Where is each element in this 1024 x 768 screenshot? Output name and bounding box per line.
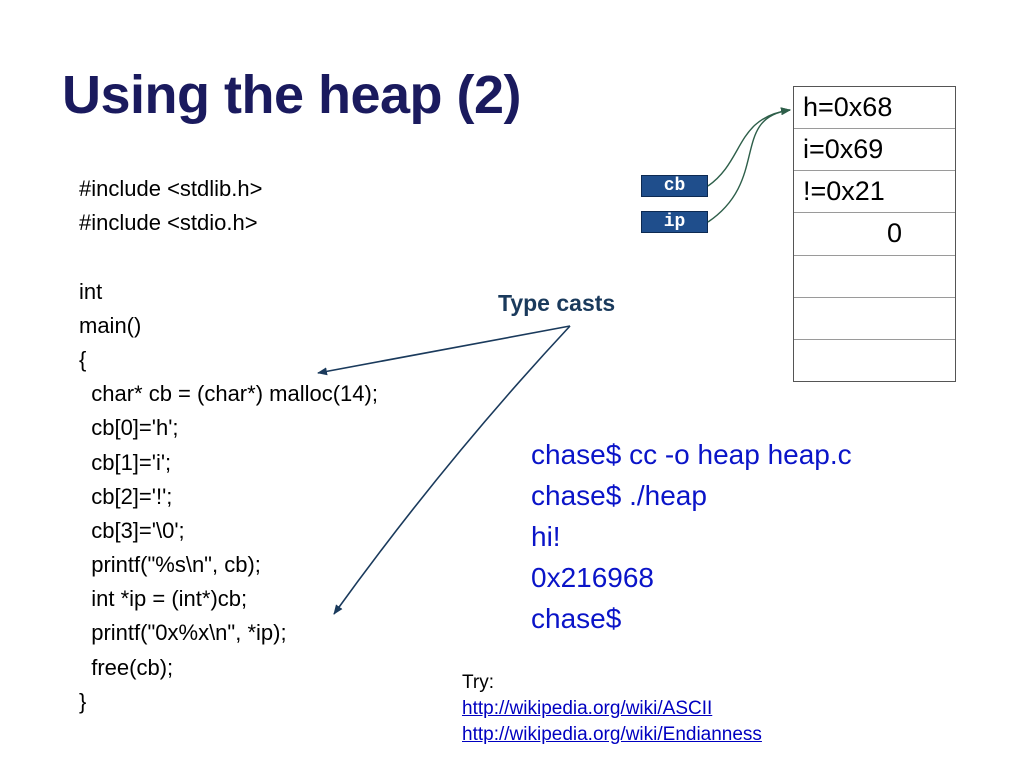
terminal-line: chase$ ./heap (531, 480, 707, 511)
code-line: #include <stdlib.h> (79, 176, 263, 201)
memory-cell: i=0x69 (794, 128, 955, 170)
pointer-cb-box: cb (641, 175, 708, 197)
code-line-malloc: char* cb = (char*) malloc(14); (79, 381, 378, 407)
memory-cell: !=0x21 (794, 170, 955, 212)
ascii-link[interactable]: http://wikipedia.org/wiki/ASCII (462, 698, 713, 719)
ip-pointer-arrow (707, 107, 791, 223)
code-line: main() (79, 312, 142, 338)
memory-cell: 0 (794, 212, 955, 254)
memory-cell (794, 296, 955, 339)
memory-cell (794, 338, 955, 381)
cb-pointer-arrow (707, 107, 791, 187)
terminal-output: chase$ cc -o heap heap.c chase$ ./heap h… (531, 434, 852, 639)
type-casts-annotation: Type casts (498, 290, 616, 316)
code-line: { (79, 346, 87, 372)
code-line: int (79, 278, 103, 304)
try-label: Try: (462, 672, 495, 693)
code-line: cb[0]='h'; (79, 415, 179, 441)
code-listing: #include <stdlib.h> #include <stdio.h> i… (79, 172, 378, 719)
heap-memory-diagram: h=0x68 i=0x69 !=0x21 0 (793, 86, 956, 382)
code-line-int-cast: int *ip = (int*)cb; (79, 586, 248, 612)
code-line: cb[1]='i'; (79, 449, 172, 475)
terminal-line: 0x216968 (531, 562, 655, 593)
terminal-line: chase$ (531, 603, 622, 634)
code-line: cb[2]='!'; (79, 483, 173, 509)
pointer-ip-box: ip (641, 211, 708, 233)
code-line (79, 240, 378, 274)
code-line: cb[3]='\0'; (79, 517, 185, 543)
endianness-link[interactable]: http://wikipedia.org/wiki/Endianness (462, 724, 762, 745)
code-line: printf("%s\n", cb); (79, 552, 261, 578)
terminal-line: hi! (531, 521, 561, 552)
code-line: #include <stdio.h> (79, 210, 258, 236)
code-line: printf("0x%x\n", *ip); (79, 620, 287, 646)
memory-cell (794, 254, 955, 297)
slide-title: Using the heap (2) (62, 65, 522, 125)
code-line: free(cb); (79, 654, 174, 680)
try-section: Try: http://wikipedia.org/wiki/ASCII htt… (462, 670, 762, 748)
terminal-line: chase$ cc -o heap heap.c (531, 439, 852, 470)
memory-cell: h=0x68 (803, 92, 893, 122)
code-line: } (79, 688, 87, 714)
